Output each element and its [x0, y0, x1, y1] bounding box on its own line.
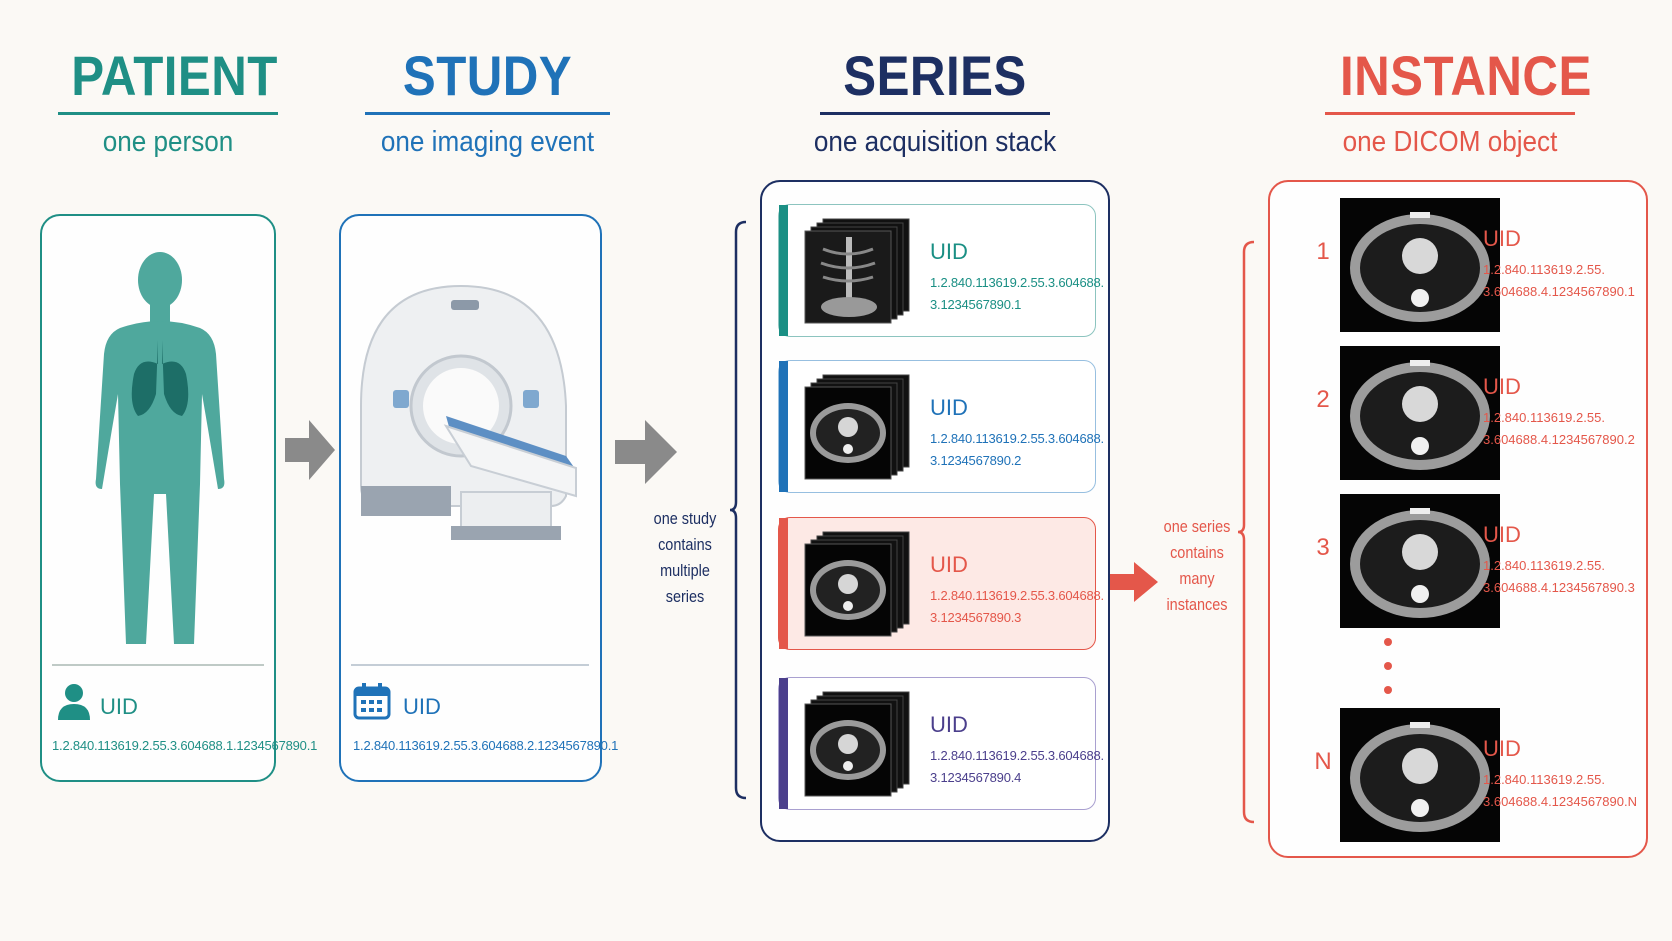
- instance-uid-label: UID: [1483, 736, 1521, 761]
- instance-uid-label: UID: [1483, 226, 1521, 251]
- series-uid-value: 3.1234567890.2: [930, 453, 1022, 468]
- arrow-icon: [285, 420, 335, 480]
- study-panel: UID 1.2.840.113619.2.55.3.604688.2.12345…: [339, 214, 619, 782]
- series-card-2: UID 1.2.840.113619.2.55.3.604688. 3.1234…: [778, 360, 1104, 493]
- calendar-icon: [353, 683, 391, 720]
- instance-uid-label: UID: [1483, 522, 1521, 547]
- series-uid-label: UID: [930, 552, 968, 577]
- instance-number: N: [1314, 748, 1332, 775]
- instance-uid-value: 1.2.840.113619.2.55.: [1483, 410, 1605, 425]
- series-uid-value: 3.1234567890.1: [930, 297, 1022, 312]
- patient-title: PATIENT: [71, 44, 278, 107]
- instance-uid-label: UID: [1483, 374, 1521, 399]
- series-uid-value: 3.1234567890.3: [930, 610, 1022, 625]
- instance-uid-value: 3.604688.4.1234567890.3: [1483, 580, 1635, 595]
- x-ray-stack-image: [804, 218, 910, 324]
- series-uid-value: 1.2.840.113619.2.55.3.604688.: [930, 588, 1104, 603]
- series-card-4: UID 1.2.840.113619.2.55.3.604688. 3.1234…: [778, 677, 1104, 810]
- series-uid-value: 1.2.840.113619.2.55.3.604688.: [930, 431, 1104, 446]
- human-body-illustration: [95, 252, 225, 644]
- instance-uid-value: 3.604688.4.1234567890.N: [1483, 794, 1637, 809]
- study-subtitle: one imaging event: [380, 126, 595, 158]
- instance-subtitle: one DICOM object: [1342, 126, 1558, 158]
- series-uid-value: 3.1234567890.4: [930, 770, 1022, 785]
- series-title: SERIES: [843, 44, 1027, 107]
- instance-number: 1: [1316, 238, 1330, 265]
- instance-row-n: N UID 1.2.840.113619.2.55. 3.604688.4.12…: [1310, 708, 1650, 842]
- study-uid-value: 1.2.840.113619.2.55.3.604688.2.123456789…: [353, 738, 619, 753]
- series-card-1: UID 1.2.840.113619.2.55.3.604688. 3.1234…: [778, 204, 1104, 337]
- person-icon: [58, 684, 90, 720]
- instance-bracket: [1237, 240, 1255, 824]
- instance-row-3: 3 UID 1.2.840.113619.2.55. 3.604688.4.12…: [1310, 494, 1650, 628]
- study-divider: [351, 664, 589, 666]
- instance-number: 3: [1316, 534, 1330, 561]
- series-uid-label: UID: [930, 239, 968, 264]
- instance-uid-value: 3.604688.4.1234567890.2: [1483, 432, 1635, 447]
- patient-uid-label: UID: [100, 694, 138, 719]
- series-card-3: UID 1.2.840.113619.2.55.3.604688. 3.1234…: [778, 517, 1104, 650]
- instance-uid-value: 1.2.840.113619.2.55.: [1483, 558, 1605, 573]
- study-title-underline: [365, 112, 610, 115]
- series-color-bar: [779, 361, 788, 492]
- instance-title: INSTANCE: [1340, 44, 1592, 107]
- instance-uid-value: 1.2.840.113619.2.55.: [1483, 262, 1605, 277]
- series-subtitle: one acquisition stack: [813, 126, 1057, 158]
- series-instances-note: one series contains many instances: [1163, 517, 1231, 614]
- patient-uid-value: 1.2.840.113619.2.55.3.604688.1.123456789…: [52, 738, 318, 753]
- series-uid-value: 1.2.840.113619.2.55.3.604688.: [930, 748, 1104, 763]
- patient-divider: [52, 664, 264, 666]
- patient-panel: UID 1.2.840.113619.2.55.3.604688.1.12345…: [40, 214, 318, 782]
- patient-title-underline: [58, 112, 278, 115]
- instance-row-1: 1 UID 1.2.840.113619.2.55. 3.604688.4.12…: [1310, 198, 1650, 332]
- ct-stack-image: [804, 691, 910, 797]
- instance-row-2: 2 UID 1.2.840.113619.2.55. 3.604688.4.12…: [1310, 346, 1650, 480]
- ct-slice-image: [1340, 346, 1500, 480]
- series-uid-label: UID: [930, 712, 968, 737]
- ct-slice-image: [1340, 708, 1500, 842]
- arrow-icon: [615, 420, 677, 484]
- study-title: STUDY: [402, 44, 573, 107]
- series-title-underline: [820, 112, 1050, 115]
- study-series-note: one study contains multiple series: [653, 509, 717, 606]
- ellipsis-icon: [1384, 638, 1392, 694]
- series-color-bar: [779, 678, 788, 809]
- ct-scanner-illustration: [360, 284, 577, 540]
- series-uid-value: 1.2.840.113619.2.55.3.604688.: [930, 275, 1104, 290]
- instance-uid-value: 1.2.840.113619.2.55.: [1483, 772, 1605, 787]
- ct-slice-image: [1340, 198, 1500, 332]
- ct-stack-image: [804, 374, 910, 480]
- patient-subtitle: one person: [102, 126, 234, 158]
- ct-stack-image: [804, 531, 910, 637]
- instance-uid-value: 3.604688.4.1234567890.1: [1483, 284, 1635, 299]
- series-color-bar: [779, 518, 788, 649]
- instance-number: 2: [1316, 386, 1330, 413]
- series-uid-label: UID: [930, 395, 968, 420]
- series-bracket: [729, 220, 747, 800]
- arrow-icon: [1110, 562, 1158, 602]
- ct-slice-image: [1340, 494, 1500, 628]
- instance-title-underline: [1325, 112, 1575, 115]
- series-color-bar: [779, 205, 788, 336]
- study-uid-label: UID: [403, 694, 441, 719]
